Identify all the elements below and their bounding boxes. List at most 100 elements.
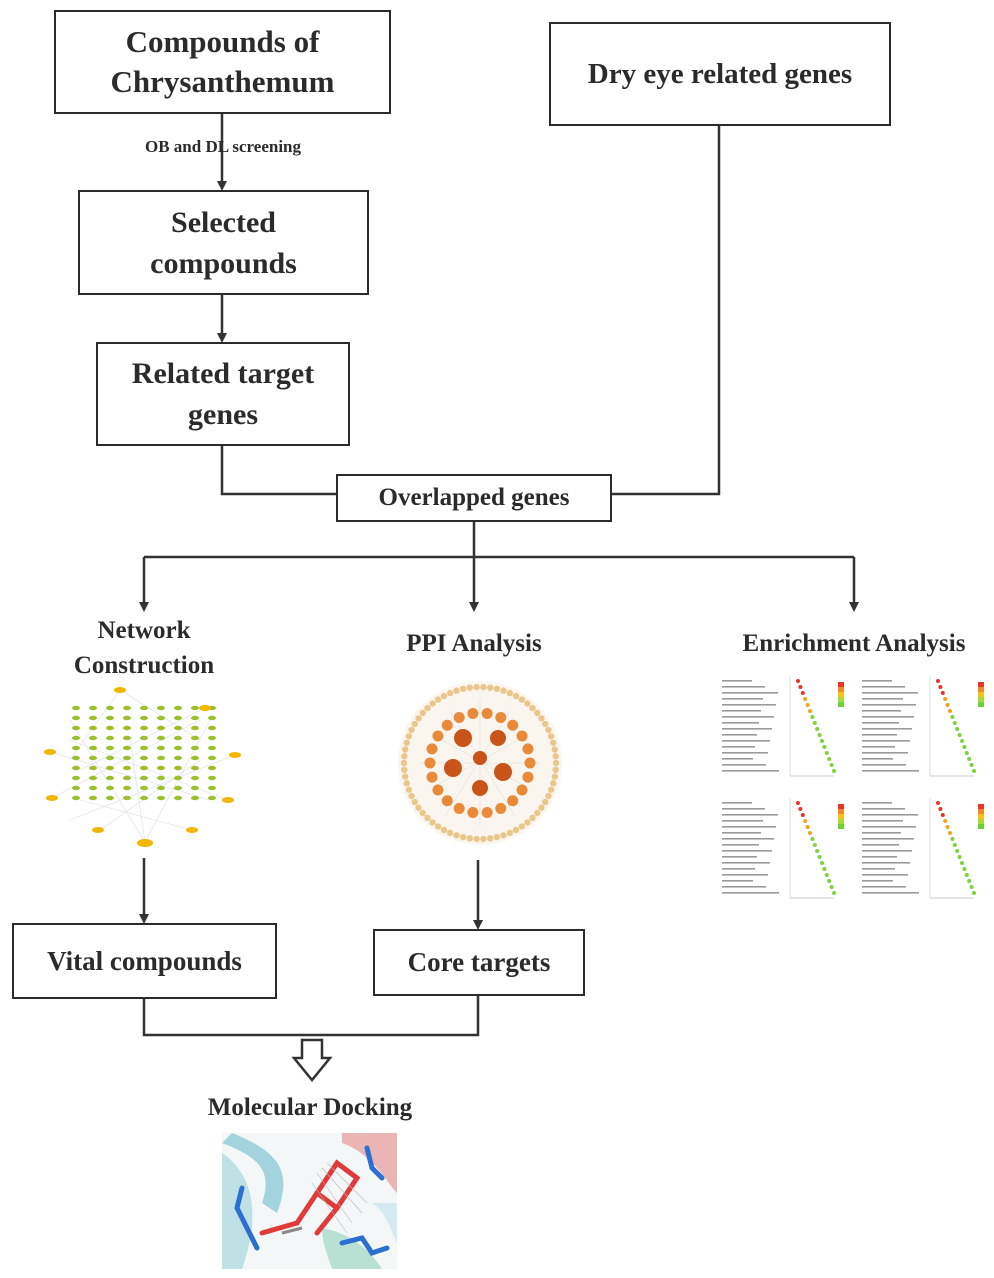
network-compound-node [140, 765, 148, 771]
network-compound-node [140, 735, 148, 741]
network-compound-node [72, 785, 80, 791]
network-compound-node [157, 735, 165, 741]
network-compound-node [191, 775, 199, 781]
network-hub-node [44, 749, 56, 755]
overlapped-box: Overlapped genes [336, 474, 612, 522]
enrichment-panel [716, 794, 850, 908]
network-compound-node [208, 755, 216, 761]
ppi-outer-node [408, 726, 415, 734]
network-compound-node [191, 785, 199, 791]
ppi-core-node [444, 759, 462, 777]
ppi-core-node [473, 751, 487, 765]
related-box: Related target genes [96, 342, 350, 446]
ppi-outer-node [545, 726, 552, 734]
ppi-outer-node [500, 687, 507, 694]
ppi-outer-node [518, 696, 526, 703]
ppi-mid-node [495, 802, 507, 814]
ppi-mid-node [426, 771, 438, 783]
ppi-outer-node [424, 814, 431, 822]
network-compound-node [140, 775, 148, 781]
ppi-mid-node [424, 757, 436, 769]
ppi-middle-ring [424, 708, 536, 818]
ppi-mid-node [453, 712, 465, 724]
ppi-core-node [472, 780, 488, 796]
ppi-outer-node [402, 773, 409, 780]
network-compound-node [174, 785, 182, 791]
enrichment-panels [716, 672, 990, 908]
network-compound-node [208, 765, 216, 771]
ppi-mid-node [467, 708, 479, 720]
network-compound-node [140, 745, 148, 751]
ppi-outer-node [473, 683, 480, 691]
network-hub-node [199, 705, 211, 711]
network-graph-image [44, 687, 241, 847]
ppi-outer-node [500, 832, 507, 839]
ppi-outer-node [487, 684, 494, 691]
network-compound-node [123, 795, 131, 801]
network-compound-node [191, 735, 199, 741]
enrichment-panel [856, 794, 990, 908]
network-hub-node [114, 687, 126, 693]
network-compound-node [123, 725, 131, 731]
ppi-network-image [398, 681, 562, 845]
network-compound-node [106, 765, 114, 771]
core-label: Core targets [407, 947, 551, 977]
core-box: Core targets [373, 929, 585, 996]
network-hub-node [186, 827, 198, 833]
network-compound-node [208, 745, 216, 751]
ppi-outer-node [512, 826, 520, 834]
line-vital-core-join [142, 995, 480, 1037]
dry-eye-label: Dry eye related genes [587, 57, 853, 90]
network-compound-node [89, 705, 97, 711]
ppi-outer-node [493, 833, 501, 841]
ppi-outer-node [550, 780, 557, 787]
ppi-outer-node [551, 773, 558, 780]
network-compound-node [106, 705, 114, 711]
ppi-outer-node [550, 739, 557, 746]
ppi-outer-node [429, 819, 436, 826]
network-compound-node [191, 725, 199, 731]
ppi-outer-node [459, 833, 467, 841]
network-compound-node [123, 765, 131, 771]
network-compound-node [72, 705, 80, 711]
network-compound-node [89, 725, 97, 731]
ppi-outer-node [400, 759, 408, 767]
ppi-outer-node [487, 835, 494, 842]
ppi-outer-node [552, 759, 560, 767]
network-compound-node [208, 725, 216, 731]
network-compound-node [157, 795, 165, 801]
network-compound-node [174, 765, 182, 771]
vital-label: Vital compounds [47, 945, 242, 976]
ppi-mid-node [432, 784, 444, 796]
ppi-mid-node [481, 806, 493, 818]
ppi-outer-node [403, 739, 410, 746]
network-compound-node [174, 745, 182, 751]
enrichment-panel [856, 672, 990, 786]
network-compound-node [140, 725, 148, 731]
ppi-mid-node [426, 743, 438, 755]
ppi-outer-node [415, 804, 422, 811]
network-compound-node [72, 765, 80, 771]
ppi-outer-node [529, 814, 536, 822]
network-compound-node [140, 795, 148, 801]
ppi-outer-node [538, 804, 545, 811]
network-compound-node [157, 765, 165, 771]
network-compound-node [106, 755, 114, 761]
ppi-mid-node [507, 795, 519, 807]
ppi-outer-node [401, 766, 408, 774]
ppi-outer-node [440, 692, 448, 700]
network-compound-node [174, 735, 182, 741]
ppi-outer-node [411, 720, 418, 728]
network-compound-node [123, 755, 131, 761]
ppi-mid-node [441, 795, 453, 807]
network-hub-node [137, 839, 153, 847]
ppi-outer-node [459, 685, 467, 693]
compounds-box: Compounds of Chrysanthemum [54, 10, 391, 114]
ppi-outer-node [534, 809, 541, 817]
ppi-outer-node [480, 683, 487, 691]
network-compound-node [174, 725, 182, 731]
ppi-outer-node [403, 780, 410, 787]
network-compound-node [72, 755, 80, 761]
network-compound-node [106, 785, 114, 791]
